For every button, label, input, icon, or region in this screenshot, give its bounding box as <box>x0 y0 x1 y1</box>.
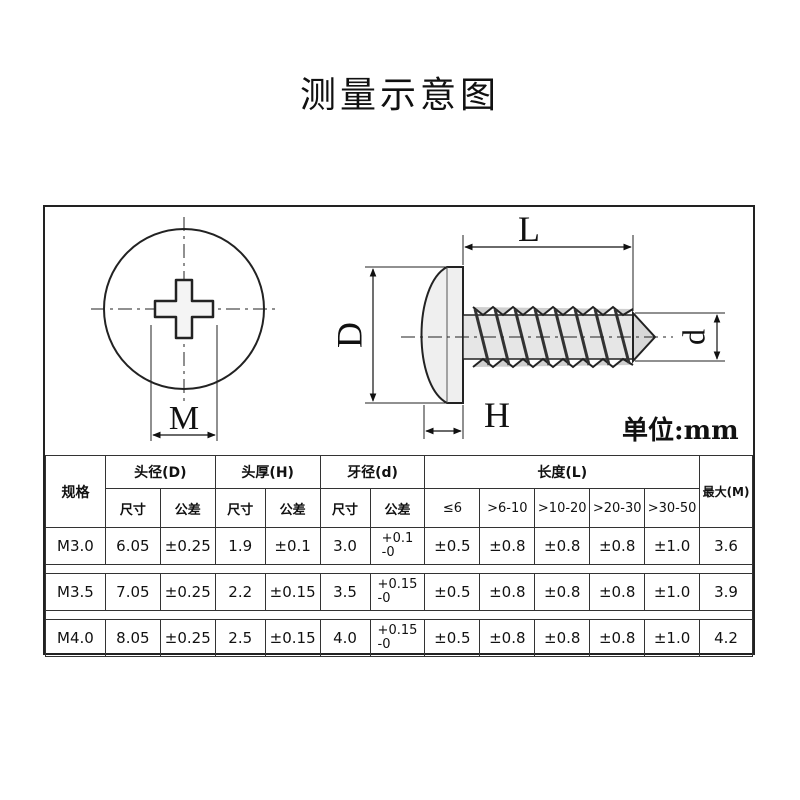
d-thread-dimension <box>635 312 725 362</box>
table-header-row: 规格 头径(D) 头厚(H) 牙径(d) 长度(L) 最大(M) <box>45 455 753 528</box>
thread-d-cell: 3.0 <box>319 527 371 565</box>
thread-diameter-header: 牙径(d) <box>319 455 426 489</box>
head-d-cell: 8.05 <box>104 619 161 657</box>
tol-plus: +0.1 <box>381 531 414 546</box>
tol-minus: -0 <box>377 591 391 606</box>
length-tol-cell: ±0.8 <box>479 573 536 611</box>
table-row: M3.0 6.05 ±0.25 1.9 ±0.1 3.0 +0.1-0 ±0.5… <box>45 527 753 565</box>
thread-tol-cell: +0.15-0 <box>369 619 426 657</box>
label-h: H <box>484 395 510 435</box>
page-title: 测量示意图 <box>299 75 500 116</box>
thread-d-cell: 3.5 <box>319 573 371 611</box>
max-m-cell: 3.9 <box>699 573 753 611</box>
length-range: >10-20 <box>534 488 591 528</box>
max-m-cell: 3.6 <box>699 527 753 565</box>
length-range: ≤6 <box>424 488 481 528</box>
length-range: >20-30 <box>589 488 646 528</box>
sub-header: 尺寸 <box>104 488 161 528</box>
length-range: >30-50 <box>644 488 701 528</box>
label-m: M <box>169 400 199 437</box>
length-tol-cell: ±0.8 <box>534 527 591 565</box>
length-tol-cell: ±0.8 <box>589 619 646 657</box>
length-header: 长度(L) <box>424 455 701 489</box>
spec-cell: M3.5 <box>45 573 106 611</box>
max-header: 最大(M) <box>699 455 753 528</box>
head-d-cell: 6.05 <box>104 527 161 565</box>
label-d-thread: d <box>675 329 711 345</box>
length-tol-cell: ±1.0 <box>644 573 701 611</box>
screw-drawing: M L D d <box>91 209 725 441</box>
row-gap <box>45 610 753 620</box>
length-tol-cell: ±0.8 <box>589 527 646 565</box>
head-h-tol-cell: ±0.15 <box>264 619 321 657</box>
head-diameter-header: 头径(D) <box>104 455 216 489</box>
head-d-tol-cell: ±0.25 <box>159 573 216 611</box>
sub-header: 公差 <box>264 488 321 528</box>
head-d-cell: 7.05 <box>104 573 161 611</box>
sub-header: 尺寸 <box>319 488 371 528</box>
tol-minus: -0 <box>377 637 391 652</box>
sub-header: 尺寸 <box>214 488 266 528</box>
length-tol-cell: ±1.0 <box>644 619 701 657</box>
h-dimension <box>423 405 464 439</box>
table-row: M4.0 8.05 ±0.25 2.5 ±0.15 4.0 +0.15-0 ±0… <box>45 619 753 657</box>
spec-table: 规格 头径(D) 头厚(H) 牙径(d) 长度(L) 最大(M) 尺寸 公差 尺… <box>45 455 753 657</box>
tol-plus: +0.15 <box>377 623 418 638</box>
m-dimension <box>150 325 218 441</box>
length-tol-cell: ±1.0 <box>644 527 701 565</box>
label-l: L <box>518 209 540 249</box>
spec-cell: M4.0 <box>45 619 106 657</box>
spec-cell: M3.0 <box>45 527 106 565</box>
length-tol-cell: ±0.5 <box>424 619 481 657</box>
length-tol-cell: ±0.8 <box>534 573 591 611</box>
length-tol-cell: ±0.8 <box>534 619 591 657</box>
head-d-tol-cell: ±0.25 <box>159 619 216 657</box>
length-range: >6-10 <box>479 488 536 528</box>
head-h-cell: 2.5 <box>214 619 266 657</box>
head-thickness-header: 头厚(H) <box>214 455 321 489</box>
head-h-cell: 1.9 <box>214 527 266 565</box>
row-gap <box>45 564 753 574</box>
tol-plus: +0.15 <box>377 577 418 592</box>
length-tol-cell: ±0.8 <box>479 527 536 565</box>
length-tol-cell: ±0.8 <box>589 573 646 611</box>
length-tol-cell: ±0.5 <box>424 573 481 611</box>
table-row: M3.5 7.05 ±0.25 2.2 ±0.15 3.5 +0.15-0 ±0… <box>45 573 753 611</box>
spec-header: 规格 <box>45 455 106 528</box>
max-m-cell: 4.2 <box>699 619 753 657</box>
length-tol-cell: ±0.8 <box>479 619 536 657</box>
head-d-tol-cell: ±0.25 <box>159 527 216 565</box>
l-dimension <box>462 235 634 311</box>
screw-side-view <box>401 266 673 404</box>
table-subheader-row: 尺寸 公差 尺寸 公差 尺寸 公差 ≤6 >6-10 >10-20 >20-30… <box>46 488 753 528</box>
thread-tol-cell: +0.15-0 <box>369 573 426 611</box>
tol-minus: -0 <box>381 545 395 560</box>
sub-header: 公差 <box>159 488 216 528</box>
length-tol-cell: ±0.5 <box>424 527 481 565</box>
head-h-tol-cell: ±0.15 <box>264 573 321 611</box>
head-h-tol-cell: ±0.1 <box>264 527 321 565</box>
unit-label: 单位:mm <box>622 416 739 446</box>
head-h-cell: 2.2 <box>214 573 266 611</box>
thread-d-cell: 4.0 <box>319 619 371 657</box>
sub-header: 公差 <box>369 488 426 528</box>
d-head-dimension <box>365 266 447 404</box>
label-d-head: D <box>329 322 369 348</box>
phillips-cross-icon <box>153 278 215 340</box>
thread-tol-cell: +0.1-0 <box>369 527 426 565</box>
